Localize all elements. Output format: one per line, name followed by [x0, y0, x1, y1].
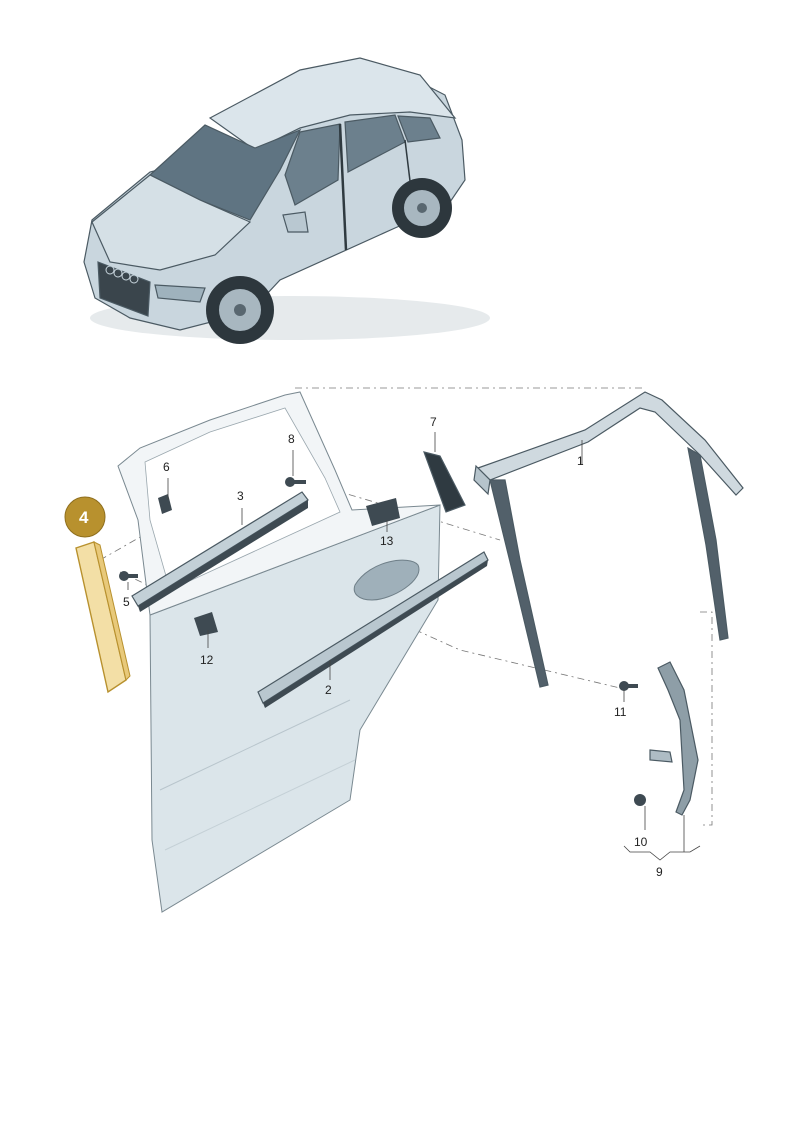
callout-3: 3 — [237, 489, 244, 503]
callout-11: 11 — [614, 705, 627, 719]
part-3-inner-strip — [131, 491, 309, 612]
part-2-outer-strip — [257, 551, 489, 708]
callout-9: 9 — [656, 865, 663, 879]
part-1-window-channel — [473, 391, 744, 688]
callout-13: 13 — [380, 534, 394, 548]
callout-10: 10 — [634, 835, 648, 849]
callout-12: 12 — [200, 653, 214, 667]
callout-8: 8 — [288, 432, 295, 446]
part-7-corner-cover — [423, 451, 466, 513]
vehicle-overview — [83, 57, 490, 344]
callout-1: 1 — [577, 454, 584, 468]
callout-7: 7 — [430, 415, 437, 429]
callout-4-badge[interactable]: 4 — [64, 496, 106, 538]
leader-lines — [127, 432, 701, 861]
part-9-guide-bracket — [649, 661, 699, 816]
callout-2: 2 — [325, 683, 332, 697]
part-4-pillar-trim — [75, 541, 131, 694]
fasteners — [119, 477, 646, 806]
callout-5: 5 — [123, 595, 130, 609]
callout-6: 6 — [163, 460, 170, 474]
callout-4: 4 — [79, 508, 89, 527]
